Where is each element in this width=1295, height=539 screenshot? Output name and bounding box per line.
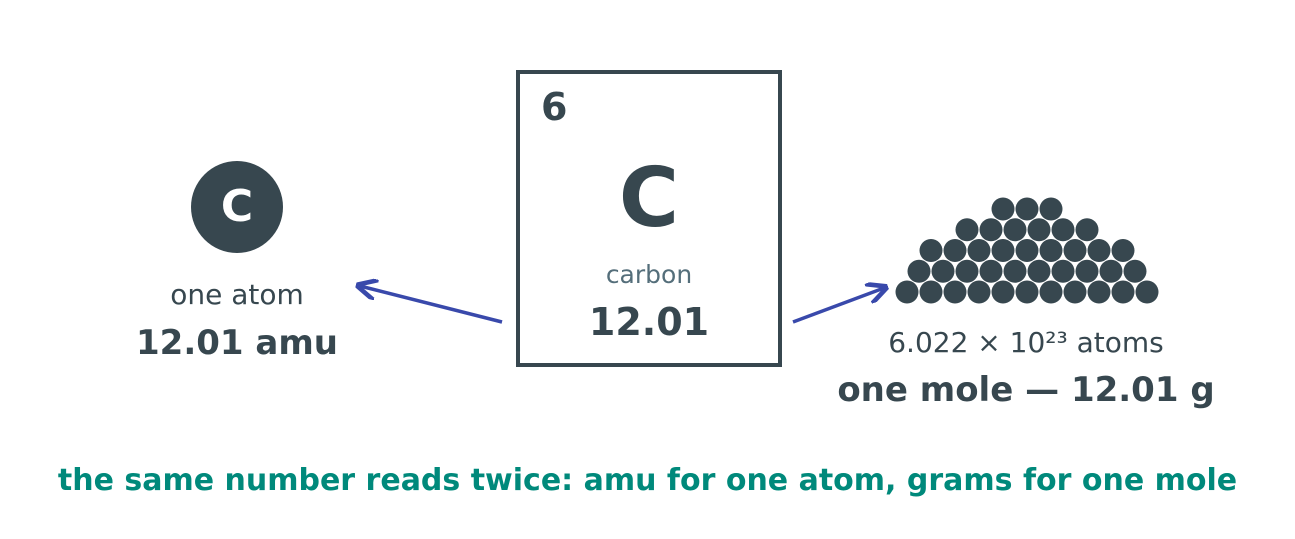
pile-atom — [1063, 239, 1087, 262]
pile-atom — [1015, 239, 1039, 262]
pile-atom — [1135, 280, 1159, 304]
pile-atom — [1039, 280, 1063, 304]
pile-atom — [991, 239, 1015, 262]
pile-atom — [919, 280, 943, 304]
pile-atom — [1099, 259, 1123, 283]
pile-atom — [1123, 259, 1147, 283]
pile-atom — [1075, 259, 1099, 283]
pile-atom — [1039, 239, 1063, 262]
one-mole-label: one mole — 12.01 g — [837, 370, 1215, 410]
footer-caption: the same number reads twice: amu for one… — [57, 463, 1238, 498]
atom-symbol: C — [220, 181, 254, 232]
pile-atom — [1039, 197, 1063, 221]
pile-atom — [955, 259, 979, 283]
pile-atom — [943, 280, 967, 304]
pile-atom — [1111, 280, 1135, 304]
pile-atom — [1051, 218, 1075, 242]
periodic-table-tile: 6 C carbon 12.01 — [516, 70, 782, 367]
pile-atom — [1063, 280, 1087, 304]
pile-atom — [1003, 218, 1027, 242]
one-atom-label: one atom — [170, 278, 304, 311]
atomic-mass: 12.01 — [588, 300, 710, 344]
pile-atom — [1087, 280, 1111, 304]
pile-atom — [979, 218, 1003, 242]
pile-atom — [1015, 280, 1039, 304]
pile-atom — [907, 259, 931, 283]
arrow-to-atom — [360, 286, 503, 324]
pile-atom — [895, 280, 919, 304]
element-name: carbon — [605, 260, 693, 289]
pile-atom — [979, 259, 1003, 283]
pile-atom — [991, 280, 1015, 304]
avogadro-count-label: 6.022 × 10²³ atoms — [888, 326, 1164, 359]
arrow-to-mole — [792, 288, 884, 324]
pile-atom — [967, 239, 991, 262]
atom-mass-label: 12.01 amu — [136, 323, 338, 363]
pile-atom — [1051, 259, 1075, 283]
atom-badge: C — [191, 161, 283, 253]
pile-atom — [1075, 218, 1099, 242]
pile-atom — [943, 239, 967, 262]
pile-atom — [967, 280, 991, 304]
atomic-number: 6 — [541, 85, 568, 129]
pile-atom — [955, 218, 979, 242]
pile-atom — [1015, 197, 1039, 221]
pile-atom — [991, 197, 1015, 221]
element-symbol: C — [618, 151, 680, 246]
pile-atom — [1087, 239, 1111, 262]
pile-atom — [919, 239, 943, 262]
pile-atom — [1111, 239, 1135, 262]
pile-atom — [1027, 259, 1051, 283]
pile-atom — [1003, 259, 1027, 283]
pile-atom — [1027, 218, 1051, 242]
pile-atom — [931, 259, 955, 283]
